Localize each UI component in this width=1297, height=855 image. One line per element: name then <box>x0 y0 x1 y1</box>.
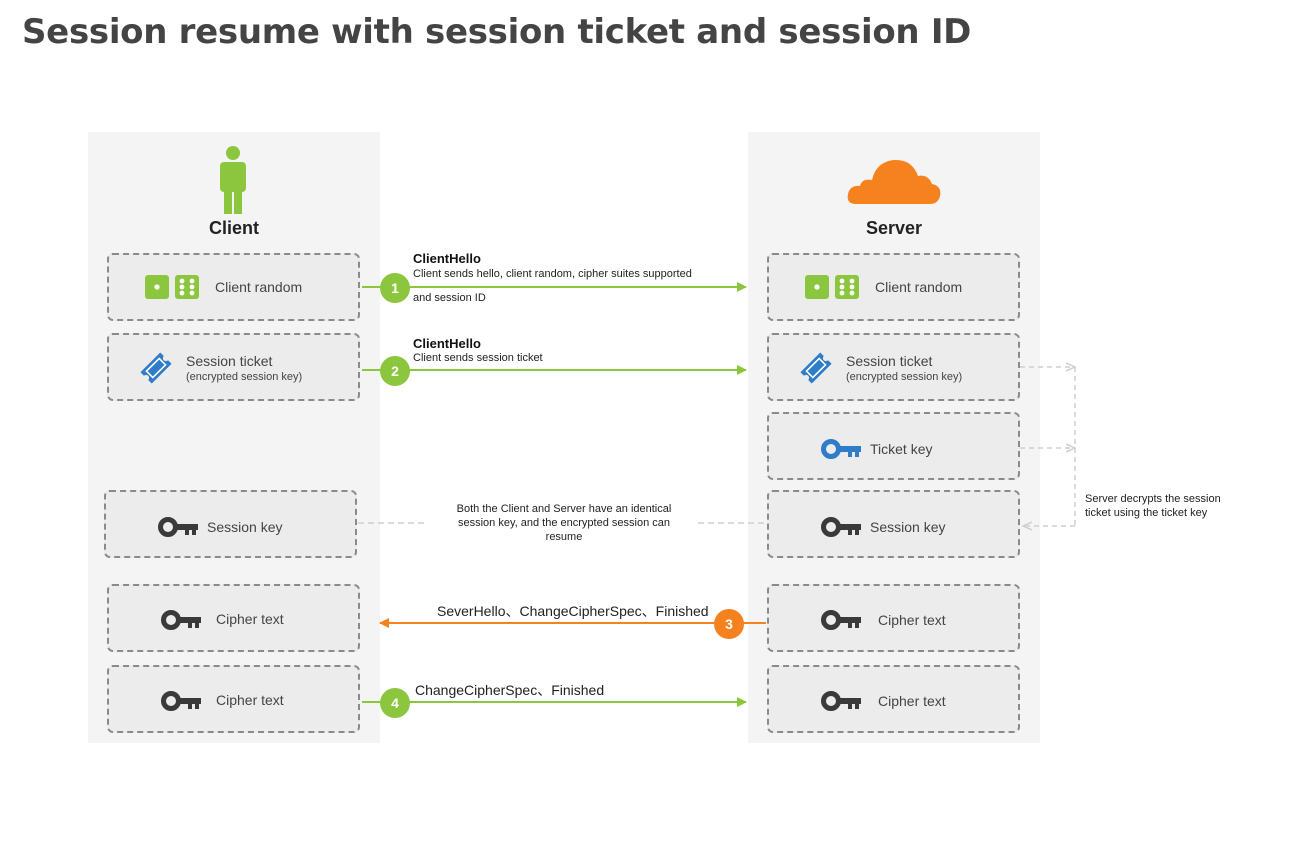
ticket-icon <box>800 352 832 384</box>
server-cipher-text-box-1: Cipher text <box>767 584 1020 652</box>
dice-icon <box>145 275 199 299</box>
step-2-desc: Client sends session ticket <box>413 352 543 364</box>
server-ticket-key-label: Ticket key <box>870 441 933 457</box>
dice-icon <box>805 275 859 299</box>
server-session-ticket-label: Session ticket <box>846 353 933 369</box>
step-1-desc-2: and session ID <box>413 292 486 304</box>
server-decrypt-note: Server decrypts the session ticket using… <box>1085 493 1221 519</box>
server-client-random-box: Client random <box>767 253 1020 321</box>
server-session-key-label: Session key <box>870 519 946 535</box>
server-session-ticket-sublabel: (encrypted session key) <box>846 371 963 383</box>
server-label: Server <box>865 218 923 238</box>
server-cloud-icon <box>847 159 941 204</box>
server-session-key-box: Session key <box>767 490 1020 558</box>
client-session-ticket-box: Session ticket (encrypted session key) <box>107 333 360 401</box>
step-2-label: ClientHello <box>413 336 481 351</box>
client-session-ticket-sublabel: (encrypted session key) <box>186 371 303 383</box>
server-cipher-text-box-2: Cipher text <box>767 665 1020 733</box>
page-title: Session resume with session ticket and s… <box>22 12 972 52</box>
step-badge-2: 2 <box>380 356 410 386</box>
step-4-label: ChangeCipherSpec、Finished <box>415 682 605 698</box>
step-1-desc: Client sends hello, client random, ciphe… <box>413 268 692 280</box>
client-random-box: Client random <box>107 253 360 321</box>
client-cipher-text-box-1: Cipher text <box>107 584 360 652</box>
server-ticket-key-box: Ticket key <box>767 412 1020 480</box>
shared-session-key-note: Both the Client and Server have an ident… <box>456 503 672 543</box>
client-cipher-text-label-1: Cipher text <box>216 611 284 627</box>
server-cipher-text-label-2: Cipher text <box>878 693 946 709</box>
svg-text:4: 4 <box>391 695 399 711</box>
key-icon <box>158 517 198 537</box>
step-badge-3: 3 <box>714 609 744 639</box>
client-cipher-text-box-2: Cipher text <box>107 665 360 733</box>
svg-text:1: 1 <box>391 280 399 296</box>
server-client-random-label: Client random <box>875 279 963 295</box>
ticket-icon <box>140 352 172 384</box>
svg-text:3: 3 <box>725 616 733 632</box>
decrypt-bracket <box>1020 367 1075 526</box>
blue-key-icon <box>821 439 861 459</box>
key-icon <box>821 691 861 711</box>
server-cipher-text-label-1: Cipher text <box>878 612 946 628</box>
key-icon <box>161 691 201 711</box>
step-badge-1: 1 <box>380 273 410 303</box>
key-icon <box>821 517 861 537</box>
key-icon <box>161 610 201 630</box>
client-session-ticket-label: Session ticket <box>186 353 273 369</box>
client-person-icon <box>220 146 246 214</box>
client-cipher-text-label-2: Cipher text <box>216 692 284 708</box>
client-label: Client <box>208 218 259 238</box>
client-random-label: Client random <box>215 279 303 295</box>
client-session-key-box: Session key <box>104 490 357 558</box>
step-badge-4: 4 <box>380 688 410 718</box>
step-1-label: ClientHello <box>413 251 481 266</box>
client-session-key-label: Session key <box>207 519 283 535</box>
svg-text:2: 2 <box>391 363 399 379</box>
step-3-label: SeverHello、ChangeCipherSpec、Finished <box>437 603 709 619</box>
key-icon <box>821 610 861 630</box>
server-session-ticket-box: Session ticket (encrypted session key) <box>767 333 1020 401</box>
